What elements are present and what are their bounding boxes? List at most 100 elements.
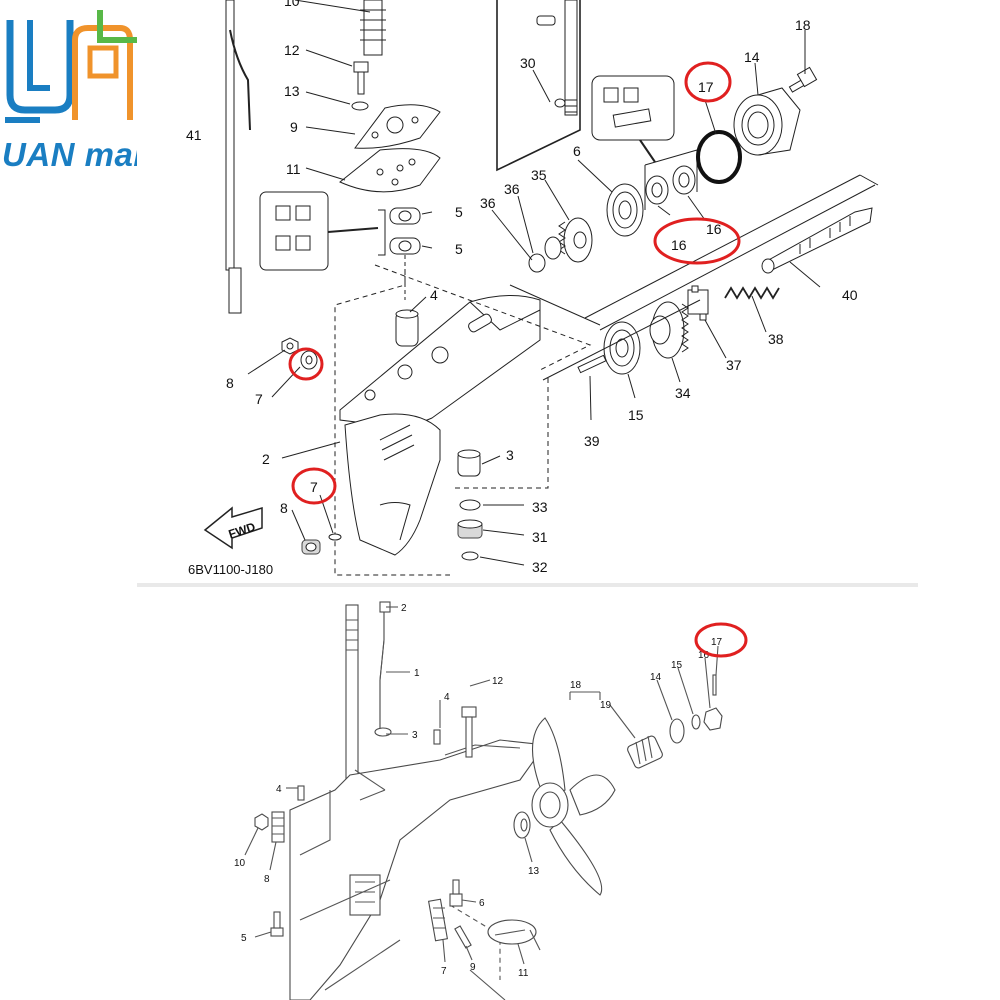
bearing-housing-14 xyxy=(733,87,801,156)
anode-11 xyxy=(487,919,541,951)
callout-14: 14 xyxy=(744,49,760,65)
shift-rod-41 xyxy=(225,0,251,314)
bushing-3 xyxy=(457,449,481,477)
callout-31: 31 xyxy=(532,529,548,545)
b-callout-10: 10 xyxy=(234,858,246,869)
b-callout-6: 6 xyxy=(479,898,485,909)
pinion-31 xyxy=(457,519,483,539)
highlight-17 xyxy=(684,61,732,103)
gasket-11 xyxy=(339,148,441,193)
washer-7-bottom xyxy=(328,533,342,541)
callout-5a: 5 xyxy=(455,204,463,220)
b-callout-16: 16 xyxy=(698,650,710,661)
callout-6: 6 xyxy=(573,143,581,159)
callout-16b: 16 xyxy=(706,221,722,237)
washer-14 xyxy=(669,718,685,744)
callout-40: 40 xyxy=(842,287,858,303)
ball-bearing-15 xyxy=(603,321,641,375)
plate-7 xyxy=(427,898,449,942)
drive-shaft-bottom xyxy=(345,604,359,786)
dog-clutch-37 xyxy=(687,285,709,321)
oil-seal-5a xyxy=(389,207,421,225)
b-callout-9: 9 xyxy=(470,962,476,973)
b-callout-4b: 4 xyxy=(276,784,282,795)
spacer-13 xyxy=(513,811,531,839)
dowel-4b xyxy=(297,785,305,801)
bushing-4 xyxy=(395,309,419,347)
b-callout-5: 5 xyxy=(241,933,247,944)
callout-12: 12 xyxy=(284,42,300,58)
callout-18: 18 xyxy=(795,17,811,33)
drive-shaft xyxy=(564,0,578,116)
spring-38 xyxy=(724,286,780,300)
b-callout-18: 18 xyxy=(570,680,582,691)
callout-39: 39 xyxy=(584,433,600,449)
needle-bearing-16a xyxy=(645,175,669,205)
callout-34: 34 xyxy=(675,385,691,401)
forward-gear-34 xyxy=(649,301,689,359)
callout-36a: 36 xyxy=(504,181,520,197)
propeller-18 xyxy=(531,717,616,896)
needle-bearing-16b xyxy=(672,165,696,195)
washer-7-top xyxy=(300,350,318,370)
o-ring-17 xyxy=(696,130,742,184)
callout-10: 10 xyxy=(284,0,300,9)
highlight-16 xyxy=(653,217,741,265)
highlight-7-bottom xyxy=(291,467,337,505)
bottom-diagram-svg: 2 1 12 4 3 4 10 8 5 6 9 7 11 13 18 19 14 xyxy=(234,601,748,1000)
washer-15 xyxy=(691,714,701,730)
b-callout-8: 8 xyxy=(264,874,270,885)
callout-3: 3 xyxy=(506,447,514,463)
bolt-5 xyxy=(270,911,284,937)
b-callout-17: 17 xyxy=(711,637,723,648)
cotter-pin-17 xyxy=(712,674,717,696)
callout-11: 11 xyxy=(286,161,301,177)
dowel-4a xyxy=(433,729,441,745)
bracket-8 xyxy=(271,811,285,843)
bolt-18 xyxy=(788,66,818,93)
b-callout-19: 19 xyxy=(600,700,612,711)
water-tube-1 xyxy=(379,601,391,735)
lower-housing-bottom xyxy=(289,739,546,1000)
callout-8-bottom: 8 xyxy=(280,500,288,516)
callout-33: 33 xyxy=(532,499,548,515)
bolt-12 xyxy=(353,61,369,95)
bolt-9 xyxy=(454,925,472,949)
fwd-arrow xyxy=(203,506,263,550)
b-callout-12: 12 xyxy=(492,676,504,687)
section-divider xyxy=(137,583,918,587)
shim-36a xyxy=(544,236,562,260)
brand-uan: UAN xyxy=(2,136,75,173)
pin-39 xyxy=(577,354,607,374)
bolt-12-bottom xyxy=(461,706,477,758)
callout-4: 4 xyxy=(430,287,438,303)
callout-5b: 5 xyxy=(455,241,463,257)
top-diagram-svg: FWD xyxy=(186,0,879,577)
callout-7-top: 7 xyxy=(255,391,263,407)
water-tube-10 xyxy=(360,0,386,56)
shim-33 xyxy=(459,499,481,511)
callout-30: 30 xyxy=(520,55,536,71)
callout-15: 15 xyxy=(628,407,644,423)
b-callout-15: 15 xyxy=(671,660,683,671)
callout-41: 41 xyxy=(186,127,202,143)
b-callout-13: 13 xyxy=(528,866,540,877)
bearing-detail-inset-right xyxy=(591,75,675,163)
seal-detail-inset-left xyxy=(259,191,386,271)
shim-36b xyxy=(528,253,546,273)
callout-35: 35 xyxy=(531,167,547,183)
clip-30 xyxy=(554,98,566,108)
bottom-callout-labels: 2 1 12 4 3 4 10 8 5 6 9 7 11 13 18 19 14 xyxy=(234,603,723,979)
bottom-parts-diagram: 2 1 12 4 3 4 10 8 5 6 9 7 11 13 18 19 14 xyxy=(225,592,785,1000)
highlight-b-17 xyxy=(694,622,748,658)
b-callout-3: 3 xyxy=(412,730,418,741)
callout-32: 32 xyxy=(532,559,548,575)
callout-8-top: 8 xyxy=(226,375,234,391)
b-callout-7: 7 xyxy=(441,966,447,977)
drain-screw-8 xyxy=(301,539,321,555)
callout-9: 9 xyxy=(290,119,298,135)
b-callout-11: 11 xyxy=(518,968,529,979)
diagram-caption: 6BV1100-J180 xyxy=(188,562,273,577)
b-callout-4a: 4 xyxy=(444,692,450,703)
bolt-6 xyxy=(449,879,463,907)
